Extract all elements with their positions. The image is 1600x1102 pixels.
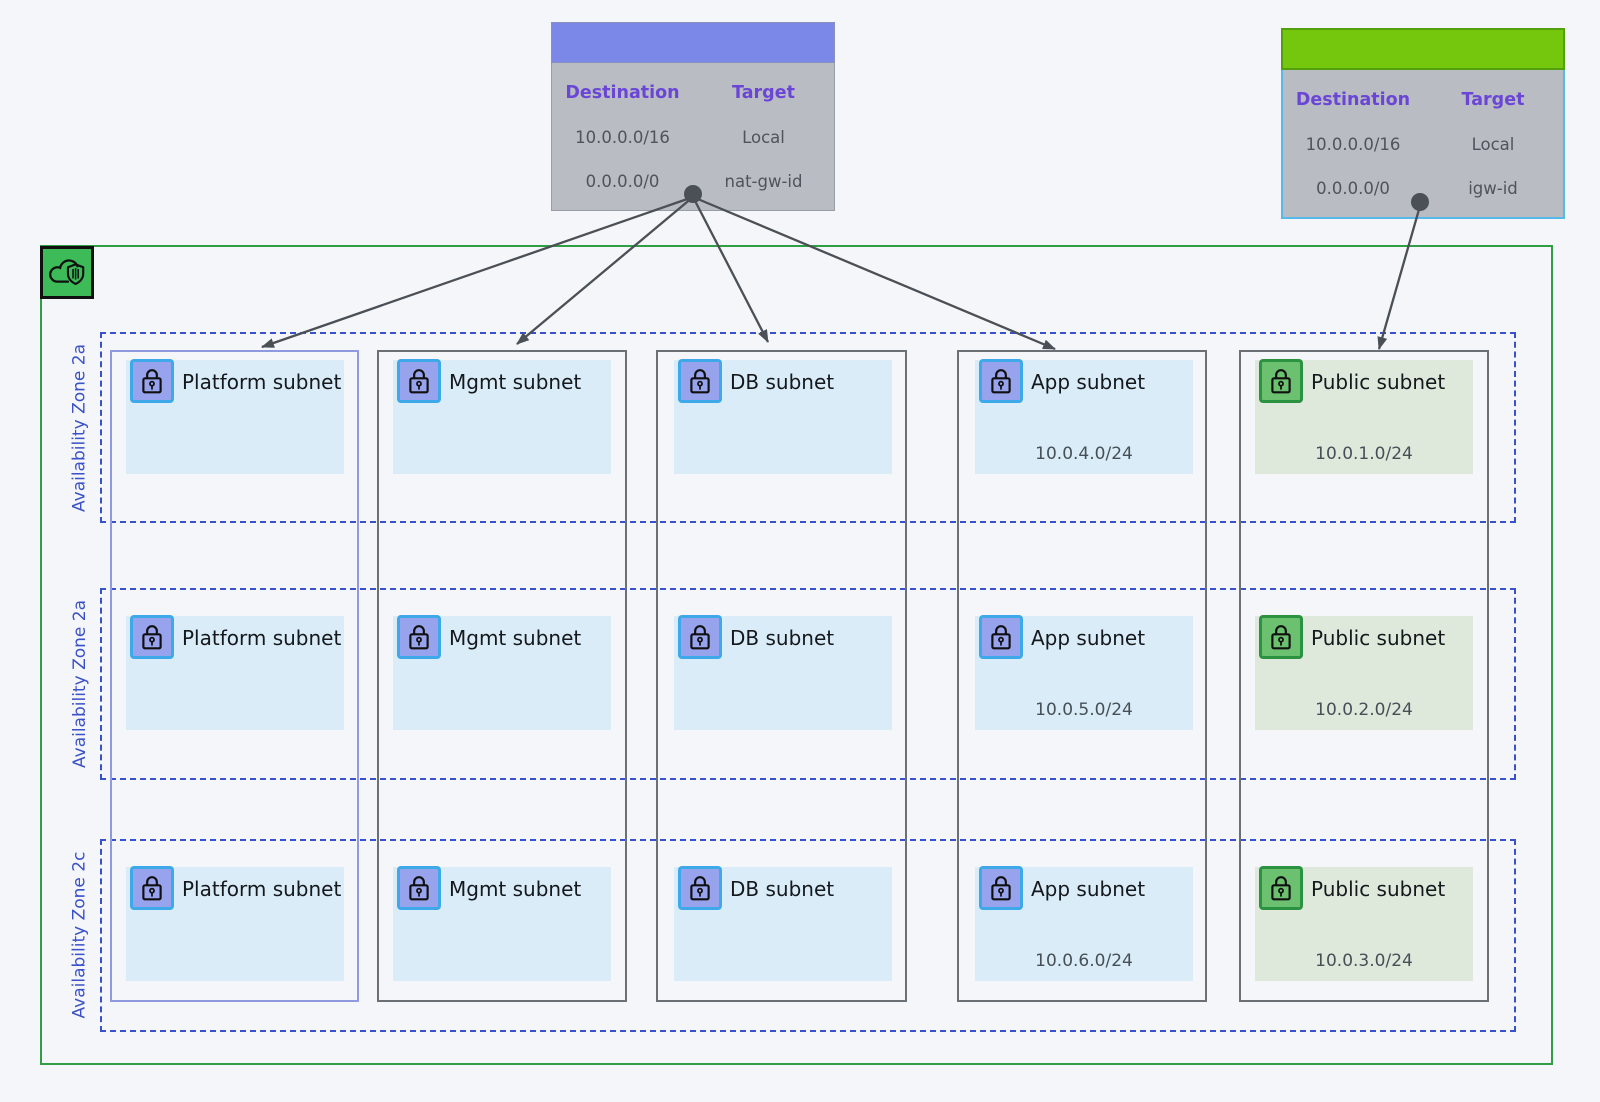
subnet-label: Platform subnet — [182, 370, 342, 394]
subnet-label: Platform subnet — [182, 626, 342, 650]
subnet-label: Mgmt subnet — [449, 370, 582, 394]
subnet-label: Mgmt subnet — [449, 877, 582, 901]
subnet-public-az2: Public subnet 10.0.2.0/24 — [1255, 615, 1473, 730]
subnet-app-az2: App subnet 10.0.5.0/24 — [975, 615, 1193, 730]
lock-icon — [130, 866, 174, 910]
subnet-app-az3: App subnet 10.0.6.0/24 — [975, 866, 1193, 981]
lock-icon — [1259, 615, 1303, 659]
subnet-platform-az2: Platform subnet — [126, 615, 344, 730]
lock-icon — [678, 866, 722, 910]
platform-column — [110, 350, 359, 1002]
column-header-target: Target — [732, 83, 795, 104]
lock-icon — [979, 615, 1023, 659]
db-column — [656, 350, 907, 1002]
route-cell-target: Local — [742, 127, 785, 147]
route-cell-destination: 0.0.0.0/0 — [585, 172, 660, 192]
subnet-label: Public subnet — [1311, 370, 1446, 394]
route-table-private: Destination Target 10.0.0.0/16 Local 0.0… — [551, 22, 835, 211]
column-header-target: Target — [1461, 90, 1525, 111]
subnet-label: Public subnet — [1311, 626, 1446, 650]
route-cell-destination: 0.0.0.0/0 — [1316, 179, 1390, 199]
subnet-cidr: 10.0.1.0/24 — [1315, 444, 1413, 464]
subnet-mgmt-az3: Mgmt subnet — [393, 866, 611, 981]
mgmt-column — [377, 350, 627, 1002]
subnet-db-az3: DB subnet — [674, 866, 892, 981]
subnet-cidr: 10.0.6.0/24 — [1035, 951, 1133, 971]
lock-icon — [1259, 359, 1303, 403]
lock-icon — [678, 359, 722, 403]
lock-icon — [397, 866, 441, 910]
lock-icon — [1259, 866, 1303, 910]
column-header-destination: Destination — [1295, 90, 1411, 111]
app-column — [957, 350, 1207, 1002]
subnet-db-az1: DB subnet — [674, 359, 892, 474]
subnet-mgmt-az1: Mgmt subnet — [393, 359, 611, 474]
subnet-cidr: 10.0.4.0/24 — [1035, 444, 1133, 464]
lock-icon — [979, 866, 1023, 910]
route-cell-target: nat-gw-id — [724, 172, 803, 192]
subnet-public-az3: Public subnet 10.0.3.0/24 — [1255, 866, 1473, 981]
az-zone-3-label: Availability Zone 2c — [69, 851, 90, 1019]
az-zone-3-box — [100, 839, 1516, 1032]
route-table-public-body: Destination Target 10.0.0.0/16 Local 0.0… — [1281, 70, 1565, 219]
lock-icon — [397, 615, 441, 659]
column-header-destination: Destination — [565, 83, 680, 104]
subnet-platform-az1: Platform subnet — [126, 359, 344, 474]
lock-icon — [130, 615, 174, 659]
subnet-label: Mgmt subnet — [449, 626, 582, 650]
subnet-mgmt-az2: Mgmt subnet — [393, 615, 611, 730]
subnet-label: App subnet — [1031, 370, 1146, 394]
lock-icon — [397, 359, 441, 403]
route-cell-destination: 10.0.0.0/16 — [1305, 134, 1401, 154]
subnet-label: App subnet — [1031, 877, 1146, 901]
route-table-public-header — [1281, 28, 1565, 70]
subnet-label: DB subnet — [730, 877, 835, 901]
route-table-private-body: Destination Target 10.0.0.0/16 Local 0.0… — [551, 63, 835, 211]
subnet-cidr: 10.0.5.0/24 — [1035, 700, 1133, 720]
subnet-label: DB subnet — [730, 370, 835, 394]
subnet-label: DB subnet — [730, 626, 835, 650]
subnet-public-az1: Public subnet 10.0.1.0/24 — [1255, 359, 1473, 474]
public-column — [1239, 350, 1489, 1002]
lock-icon — [130, 359, 174, 403]
vpc-cloud-shield-icon — [40, 246, 94, 299]
subnet-cidr: 10.0.3.0/24 — [1315, 951, 1413, 971]
subnet-label: App subnet — [1031, 626, 1146, 650]
route-table-public: Destination Target 10.0.0.0/16 Local 0.0… — [1281, 28, 1565, 219]
route-cell-target: igw-id — [1468, 179, 1518, 199]
subnet-label: Platform subnet — [182, 877, 342, 901]
az-zone-1-label: Availability Zone 2a — [69, 344, 90, 512]
route-cell-destination: 10.0.0.0/16 — [575, 127, 670, 147]
route-cell-target: Local — [1471, 134, 1515, 154]
subnet-db-az2: DB subnet — [674, 615, 892, 730]
lock-icon — [678, 615, 722, 659]
az-zone-2-box — [100, 588, 1516, 780]
route-table-private-header — [551, 22, 835, 63]
subnet-cidr: 10.0.2.0/24 — [1315, 700, 1413, 720]
az-zone-2-label: Availability Zone 2a — [70, 600, 90, 768]
subnet-platform-az3: Platform subnet — [126, 866, 344, 981]
lock-icon — [979, 359, 1023, 403]
subnet-app-az1: App subnet 10.0.4.0/24 — [975, 359, 1193, 474]
subnet-label: Public subnet — [1311, 877, 1446, 901]
